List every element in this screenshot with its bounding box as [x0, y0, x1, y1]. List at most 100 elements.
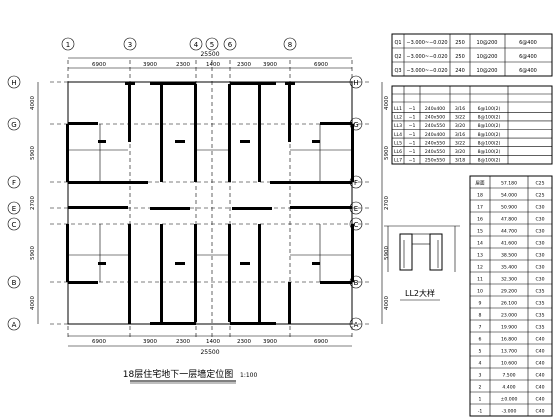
top-dim-6: 3900 — [263, 62, 277, 68]
coupling-beam-table-cell: 250x550 — [425, 158, 445, 164]
floor-table-cell: 3 — [479, 373, 482, 379]
coupling-beam-table-cell: −1 — [409, 149, 416, 155]
left-dim-2: 5900 — [30, 146, 36, 160]
coupling-beam-table-cell: 6@100(2) — [478, 106, 501, 112]
coupling-beam-table-cell: −1 — [409, 140, 416, 146]
bottom-dim-4: 1400 — [206, 339, 220, 345]
bottom-dim-2: 3900 — [143, 339, 157, 345]
floor-table-cell: -1 — [478, 409, 483, 415]
coupling-beam-table-cell: 240x550 — [425, 149, 445, 155]
wall-table-cell: 250 — [455, 54, 465, 60]
floor-table-cell: 11 — [477, 277, 483, 283]
axis-label-right-H: H — [353, 79, 358, 87]
plan-scale: 1:100 — [240, 372, 257, 379]
axis-label-top-6: 6 — [228, 41, 233, 49]
coupling-beam-table-cell: 8@100(2) — [478, 132, 501, 138]
floor-table-cell: C40 — [535, 385, 544, 391]
floor-table-cell: 16.800 — [501, 337, 517, 343]
floor-table-cell: C30 — [535, 265, 544, 271]
bottom-dim-5: 2300 — [237, 339, 251, 345]
coupling-beam-table-cell: 8@100(2) — [478, 149, 501, 155]
axis-label-left-G: G — [11, 121, 16, 129]
wall-table-cell: Q1 — [394, 40, 401, 46]
wall-table-cell: Q3 — [394, 68, 401, 74]
wall-table-cell: −3.000~−0.020 — [406, 68, 447, 74]
axis-label-top-3: 3 — [128, 41, 132, 49]
top-dim-3: 2300 — [176, 62, 190, 68]
right-dim-5: 4000 — [384, 296, 390, 310]
floor-table-cell: 4.400 — [502, 385, 515, 391]
coupling-beam-table-cell: 8@100(2) — [478, 115, 501, 121]
floor-table-cell: 15 — [477, 229, 483, 235]
axis-label-left-H: H — [11, 79, 16, 87]
floor-table-cell: 41.600 — [501, 241, 517, 247]
floor-table-cell: 9 — [479, 301, 482, 307]
coupling-beam-table-cell: 240x500 — [425, 115, 445, 121]
floor-table-cell: C40 — [535, 361, 544, 367]
coupling-beam-table-cell: −1 — [409, 106, 416, 112]
dimension-lines — [37, 57, 383, 347]
floor-table-cell: C25 — [535, 181, 544, 187]
axis-label-top-8: 8 — [288, 41, 292, 49]
top-dim-1: 6900 — [92, 62, 106, 68]
floor-table-cell: 54.000 — [501, 193, 517, 199]
coupling-beam-table-cell: 3/22 — [455, 115, 465, 121]
floor-table-cell: 38.500 — [501, 253, 517, 259]
floor-table-cell: C40 — [535, 397, 544, 403]
horizontal-axis-lines — [50, 81, 370, 325]
wall-table-cell: −3.000~−0.020 — [406, 40, 447, 46]
axis-label-top-4: 4 — [194, 41, 199, 49]
floor-table-cell: 1 — [479, 397, 482, 403]
ll2-detail: LL2大样 — [384, 225, 460, 301]
floor-table-cell: 6 — [479, 337, 482, 343]
wall-table-cell: 10@200 — [477, 54, 498, 60]
floor-table-cell: 35.400 — [501, 265, 517, 271]
shear-walls — [66, 82, 354, 325]
axis-label-right-G: G — [353, 121, 358, 129]
interior-lines — [68, 124, 352, 282]
wall-table-cell: Q2 — [394, 54, 401, 60]
coupling-beam-table-cell: LL3 — [394, 123, 402, 129]
wall-table-cell: 240 — [455, 68, 465, 74]
floor-table-cell: 57.180 — [501, 181, 517, 187]
floor-table-cell: C25 — [535, 193, 544, 199]
axis-label-right-F: F — [354, 179, 358, 187]
axis-label-right-C: C — [354, 221, 359, 229]
floor-table-cell: 47.800 — [501, 217, 517, 223]
right-dim-3: 2700 — [384, 196, 390, 210]
coupling-beam-table-cell: −1 — [409, 123, 416, 129]
coupling-beam-table-cell: LL4 — [394, 132, 402, 138]
coupling-beam-table-cell: 3/18 — [455, 158, 465, 164]
floor-table-cell: 26.100 — [501, 301, 517, 307]
coupling-beam-table-cell: LL2 — [394, 115, 402, 121]
bottom-dimensions: 6900 3900 2300 1400 2300 3900 6900 25500 — [92, 339, 328, 356]
top-dimensions: 25500 6900 3900 2300 1400 2300 3900 6900 — [92, 51, 328, 68]
coupling-beam-table-cell: 3/22 — [455, 140, 465, 146]
right-axis-bubbles: H G F E C B A — [349, 75, 363, 331]
floor-table-cell: 18 — [477, 193, 483, 199]
floor-table-cell: 2 — [479, 385, 482, 391]
axis-label-left-C: C — [12, 221, 17, 229]
detail-caption: LL2大样 — [405, 288, 435, 298]
coupling-beam-table-cell: 3/16 — [455, 106, 465, 112]
axis-label-left-F: F — [12, 179, 16, 187]
floor-table-cell: C35 — [535, 325, 544, 331]
right-dim-1: 4000 — [384, 96, 390, 110]
floor-table-cell: C40 — [535, 349, 544, 355]
coupling-beam-table-cell: 240x550 — [425, 123, 445, 129]
floor-table-cell: C40 — [535, 409, 544, 415]
vertical-axis-lines — [67, 60, 353, 340]
axis-label-right-B: B — [354, 279, 359, 287]
coupling-beam-table-cell: 240x400 — [425, 106, 445, 112]
wall-table-cell: 10@200 — [477, 40, 498, 46]
right-dimensions: 4000 5900 2700 5900 4000 — [384, 96, 390, 310]
floor-table-cell: C35 — [535, 289, 544, 295]
floor-table-cell: 13.700 — [501, 349, 517, 355]
floor-table-cell: C30 — [535, 241, 544, 247]
coupling-beam-table-cell: LL6 — [394, 149, 402, 155]
coupling-beam-table-cell: 8@100(2) — [478, 140, 501, 146]
coupling-beam-table-cell: −1 — [409, 115, 416, 121]
floor-table-cell: 16 — [477, 217, 483, 223]
